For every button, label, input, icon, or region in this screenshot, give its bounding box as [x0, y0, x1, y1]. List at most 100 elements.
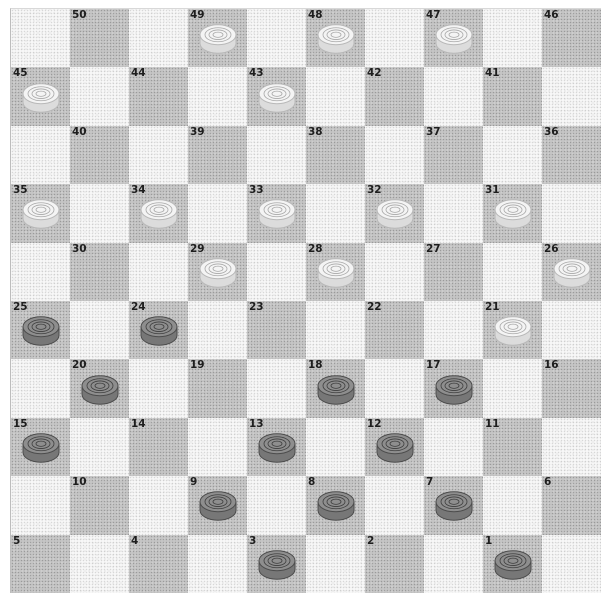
- dark-checker-piece[interactable]: [317, 374, 355, 405]
- light-square: [365, 9, 424, 67]
- square-41[interactable]: 41: [483, 67, 542, 125]
- square-number: 50: [72, 9, 87, 21]
- square-number: 45: [13, 67, 28, 79]
- square-11[interactable]: 11: [483, 418, 542, 476]
- light-square: [542, 535, 601, 593]
- light-checker-piece[interactable]: [317, 24, 355, 55]
- square-4[interactable]: 4: [129, 535, 188, 593]
- square-47[interactable]: 47: [424, 9, 483, 67]
- square-28[interactable]: 28: [306, 243, 365, 301]
- square-38[interactable]: 38: [306, 126, 365, 184]
- square-number: 8: [308, 476, 315, 488]
- square-22[interactable]: 22: [365, 301, 424, 359]
- light-checker-piece[interactable]: [140, 199, 178, 230]
- light-square: [70, 67, 129, 125]
- square-number: 17: [426, 359, 441, 371]
- square-10[interactable]: 10: [70, 476, 129, 534]
- light-square: [129, 126, 188, 184]
- square-number: 48: [308, 9, 323, 21]
- dark-checker-piece[interactable]: [317, 491, 355, 522]
- light-checker-piece[interactable]: [22, 199, 60, 230]
- light-checker-piece[interactable]: [317, 257, 355, 288]
- square-23[interactable]: 23: [247, 301, 306, 359]
- dark-checker-piece[interactable]: [81, 374, 119, 405]
- dark-checker-piece[interactable]: [258, 549, 296, 580]
- square-45[interactable]: 45: [11, 67, 70, 125]
- square-43[interactable]: 43: [247, 67, 306, 125]
- square-6[interactable]: 6: [542, 476, 601, 534]
- square-7[interactable]: 7: [424, 476, 483, 534]
- dark-checker-piece[interactable]: [376, 433, 414, 464]
- dark-checker-piece[interactable]: [435, 491, 473, 522]
- square-25[interactable]: 25: [11, 301, 70, 359]
- square-19[interactable]: 19: [188, 359, 247, 417]
- dark-checker-piece[interactable]: [435, 374, 473, 405]
- square-26[interactable]: 26: [542, 243, 601, 301]
- square-33[interactable]: 33: [247, 184, 306, 242]
- light-square: [306, 67, 365, 125]
- square-24[interactable]: 24: [129, 301, 188, 359]
- square-number: 44: [131, 67, 146, 79]
- square-number: 11: [485, 418, 500, 430]
- square-30[interactable]: 30: [70, 243, 129, 301]
- square-8[interactable]: 8: [306, 476, 365, 534]
- light-checker-piece[interactable]: [258, 82, 296, 113]
- light-checker-piece[interactable]: [199, 257, 237, 288]
- square-31[interactable]: 31: [483, 184, 542, 242]
- square-39[interactable]: 39: [188, 126, 247, 184]
- square-9[interactable]: 9: [188, 476, 247, 534]
- square-50[interactable]: 50: [70, 9, 129, 67]
- square-number: 32: [367, 184, 382, 196]
- square-40[interactable]: 40: [70, 126, 129, 184]
- light-checker-piece[interactable]: [553, 257, 591, 288]
- light-checker-piece[interactable]: [199, 24, 237, 55]
- square-46[interactable]: 46: [542, 9, 601, 67]
- square-2[interactable]: 2: [365, 535, 424, 593]
- square-29[interactable]: 29: [188, 243, 247, 301]
- square-number: 37: [426, 126, 441, 138]
- square-number: 19: [190, 359, 205, 371]
- square-36[interactable]: 36: [542, 126, 601, 184]
- square-number: 29: [190, 243, 205, 255]
- square-14[interactable]: 14: [129, 418, 188, 476]
- square-37[interactable]: 37: [424, 126, 483, 184]
- square-35[interactable]: 35: [11, 184, 70, 242]
- dark-checker-piece[interactable]: [22, 316, 60, 347]
- dark-checker-piece[interactable]: [199, 491, 237, 522]
- dark-checker-piece[interactable]: [22, 433, 60, 464]
- square-42[interactable]: 42: [365, 67, 424, 125]
- square-48[interactable]: 48: [306, 9, 365, 67]
- square-44[interactable]: 44: [129, 67, 188, 125]
- square-16[interactable]: 16: [542, 359, 601, 417]
- light-checker-piece[interactable]: [258, 199, 296, 230]
- light-checker-piece[interactable]: [22, 82, 60, 113]
- square-number: 2: [367, 535, 374, 547]
- light-square: [306, 418, 365, 476]
- square-13[interactable]: 13: [247, 418, 306, 476]
- light-square: [424, 535, 483, 593]
- dark-checker-piece[interactable]: [258, 433, 296, 464]
- square-number: 36: [544, 126, 559, 138]
- square-12[interactable]: 12: [365, 418, 424, 476]
- square-32[interactable]: 32: [365, 184, 424, 242]
- square-17[interactable]: 17: [424, 359, 483, 417]
- light-checker-piece[interactable]: [435, 24, 473, 55]
- square-1[interactable]: 1: [483, 535, 542, 593]
- square-3[interactable]: 3: [247, 535, 306, 593]
- square-number: 13: [249, 418, 264, 430]
- square-number: 6: [544, 476, 551, 488]
- dark-checker-piece[interactable]: [494, 549, 532, 580]
- light-checker-piece[interactable]: [494, 316, 532, 347]
- light-checker-piece[interactable]: [376, 199, 414, 230]
- square-34[interactable]: 34: [129, 184, 188, 242]
- light-checker-piece[interactable]: [494, 199, 532, 230]
- square-21[interactable]: 21: [483, 301, 542, 359]
- light-square: [11, 359, 70, 417]
- square-20[interactable]: 20: [70, 359, 129, 417]
- square-49[interactable]: 49: [188, 9, 247, 67]
- square-5[interactable]: 5: [11, 535, 70, 593]
- square-27[interactable]: 27: [424, 243, 483, 301]
- dark-checker-piece[interactable]: [140, 316, 178, 347]
- square-18[interactable]: 18: [306, 359, 365, 417]
- square-15[interactable]: 15: [11, 418, 70, 476]
